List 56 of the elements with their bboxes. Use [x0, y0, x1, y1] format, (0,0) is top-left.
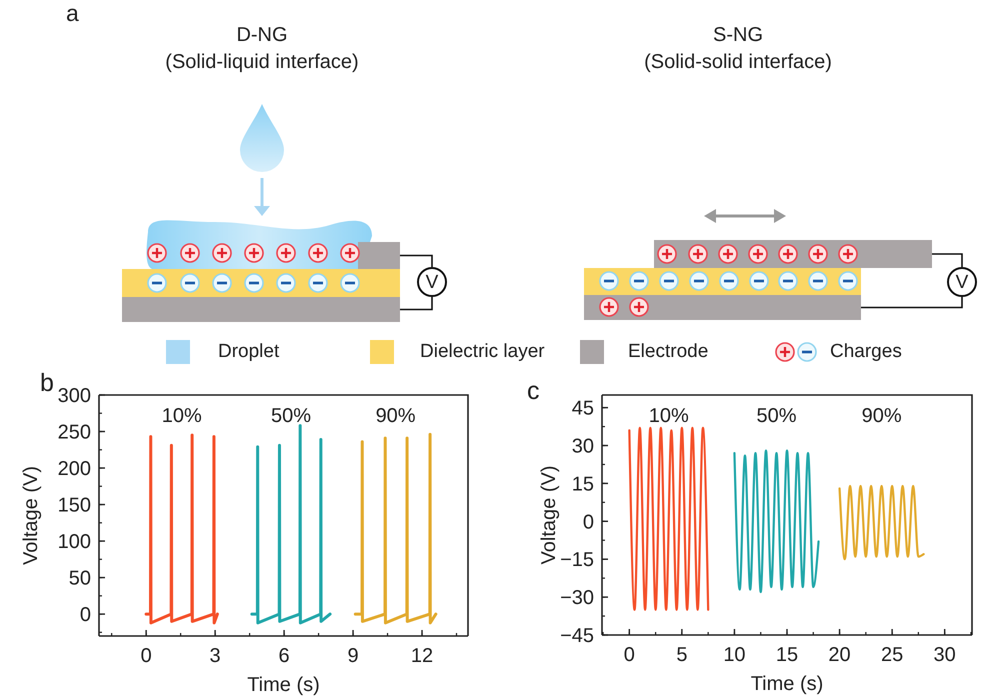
- wire: [861, 297, 963, 308]
- electrode: [584, 295, 861, 320]
- axis-title: Time (s): [247, 674, 320, 696]
- tick-label: 10: [723, 644, 746, 666]
- tick-label: 200: [58, 458, 91, 480]
- tick-label: 0: [582, 511, 594, 534]
- legend-label: Electrode: [628, 341, 708, 363]
- tick-label: 0: [624, 644, 635, 666]
- axis-title: Voltage (V): [20, 466, 42, 565]
- tick-label: −45: [560, 625, 594, 647]
- panel-letter: c: [527, 380, 540, 402]
- panel-heading: D-NG: [236, 24, 288, 46]
- tick-label: 15: [776, 644, 798, 666]
- tick-label: 0: [140, 645, 152, 667]
- tick-label: 45: [572, 398, 594, 420]
- series-label: 90%: [862, 405, 902, 427]
- tick-label: 25: [881, 644, 904, 666]
- panel-letter: a: [66, 2, 79, 24]
- wire: [932, 253, 963, 267]
- axis-title: Time (s): [750, 673, 824, 695]
- tick-label: 150: [58, 494, 91, 517]
- series-label: 90%: [376, 405, 416, 427]
- tick-label: 3: [210, 645, 221, 667]
- panel-heading: (Solid-solid interface): [644, 51, 832, 73]
- tick-label: 50: [68, 568, 91, 590]
- wire: [400, 297, 433, 310]
- tick-label: −30: [560, 587, 594, 610]
- voltmeter-symbol: V: [417, 267, 447, 297]
- tick-label: 20: [828, 644, 851, 666]
- tick-label: 9: [347, 645, 359, 667]
- legend-label: Charges: [830, 341, 902, 363]
- tick-label: 5: [676, 644, 688, 666]
- tick-label: 0: [80, 604, 91, 626]
- tick-label: 15: [572, 473, 594, 496]
- panel-heading: (Solid-liquid interface): [165, 51, 359, 73]
- tick-label: 100: [58, 531, 91, 554]
- series-label: 10%: [648, 405, 689, 427]
- electrode: [358, 242, 400, 269]
- panel-heading: S-NG: [713, 24, 763, 46]
- tick-label: −15: [560, 549, 594, 572]
- wire: [400, 254, 433, 267]
- series-label: 10%: [162, 405, 202, 427]
- legend-label: Droplet: [218, 341, 280, 363]
- axis-title: Voltage (V): [538, 466, 560, 564]
- electrode: [122, 297, 400, 322]
- series-label: 50%: [270, 405, 311, 427]
- legend-label: Dielectric layer: [420, 341, 545, 363]
- series-label: 50%: [756, 405, 796, 427]
- tick-label: 250: [58, 422, 91, 444]
- tick-label: 300: [58, 385, 91, 407]
- tick-label: 30: [572, 436, 594, 458]
- tick-label: 30: [934, 644, 956, 666]
- tick-label: 12: [410, 645, 434, 667]
- tick-label: 6: [278, 645, 290, 667]
- panel-letter: b: [40, 372, 54, 394]
- voltmeter-symbol: V: [947, 267, 977, 297]
